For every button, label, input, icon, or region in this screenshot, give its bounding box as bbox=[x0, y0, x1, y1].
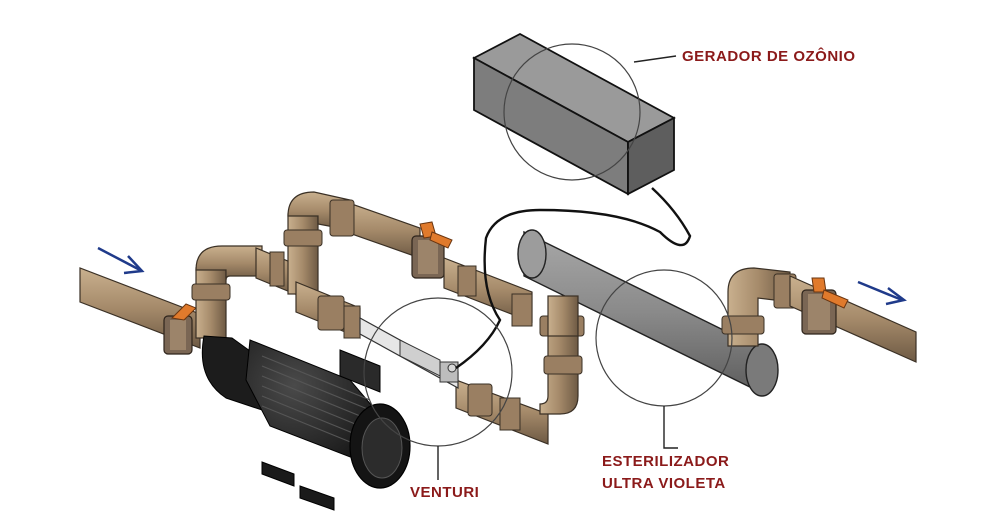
arrow-right-up-icon bbox=[857, 280, 907, 306]
uv-sterilizer-label-line2: ULTRA VIOLETA bbox=[602, 475, 726, 492]
venturi-line-pipe bbox=[295, 281, 585, 445]
bypass-valve bbox=[411, 221, 453, 279]
bypass-loop-pipe bbox=[283, 191, 421, 295]
ozone-tubing bbox=[455, 187, 692, 369]
inlet-valve bbox=[163, 303, 197, 355]
ozone-generator-label: GERADOR DE OZÔNIO bbox=[682, 47, 856, 65]
uv-sterilizer bbox=[517, 229, 779, 397]
outlet-valve bbox=[801, 277, 849, 335]
ozone-generator-callout-circle bbox=[503, 43, 641, 181]
arrow-right-down-icon bbox=[97, 246, 145, 275]
pump-motor bbox=[201, 335, 411, 511]
uv-leader-line bbox=[663, 406, 678, 449]
uv-sterilizer-label-line1: ESTERILIZADOR bbox=[602, 453, 729, 470]
venturi-label: VENTURI bbox=[410, 484, 479, 501]
ozone-generator bbox=[472, 32, 676, 196]
venturi-injector bbox=[359, 316, 459, 390]
ozone-generator-leader-line bbox=[633, 55, 677, 63]
uv-inlet-pipe bbox=[547, 295, 579, 337]
pump-riser-pipe bbox=[191, 245, 263, 339]
